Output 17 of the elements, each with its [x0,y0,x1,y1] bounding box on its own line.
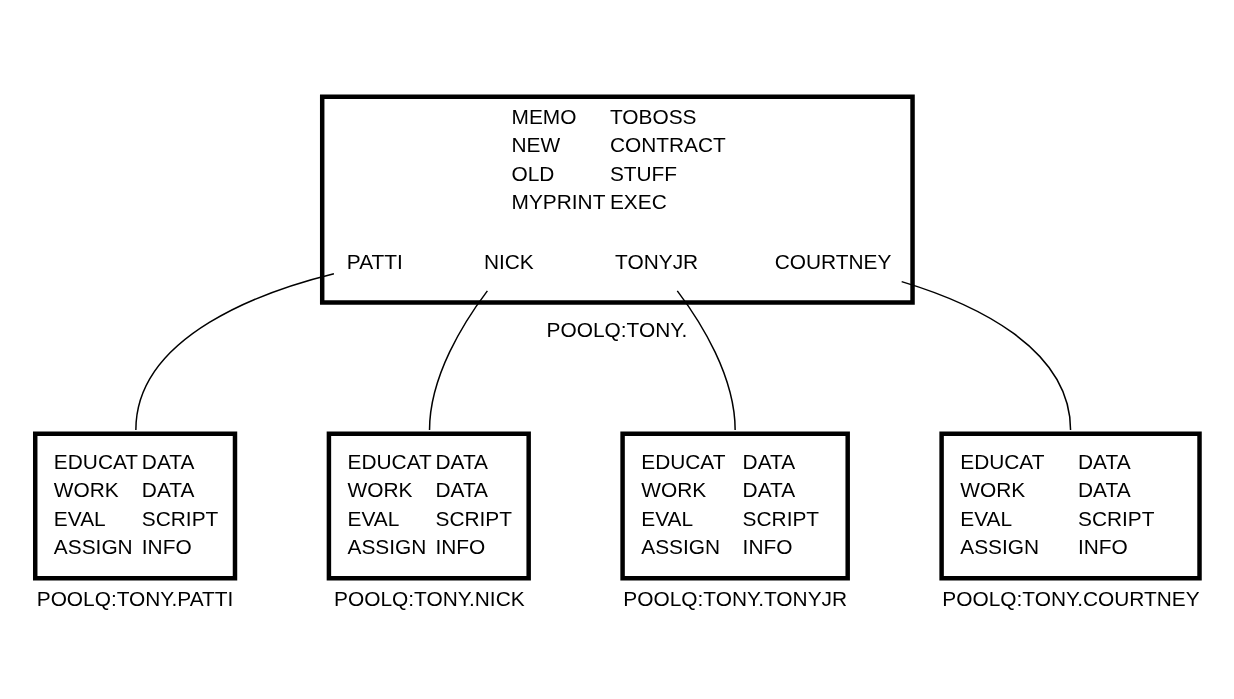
node-text: NICK [483,250,534,274]
node-label: POOLQ:TONY.TONYJR [623,587,848,611]
node-label: POOLQ:TONY.PATTI [36,587,234,611]
node-label: POOLQ:TONY. [546,318,688,342]
connector [676,290,736,431]
node-box: EDUCAT DATA WORK DATA EVAL SCRIPT ASSIGN INFO [33,431,238,581]
node-text: TONYJR [615,250,699,274]
node-text: PATTI [346,250,403,274]
connector [135,272,335,431]
node-box: EDUCAT DATA WORK DATA EVAL SCRIPT ASSIGN INFO [620,431,850,581]
node-box: EDUCAT DATA WORK DATA EVAL SCRIPT ASSIGN INFO [326,431,531,581]
node-text: COURTNEY [774,250,892,274]
node-label: POOLQ:TONY.COURTNEY [942,587,1200,611]
connector [428,290,489,431]
node-box: EDUCAT DATA WORK DATA EVAL SCRIPT ASSIGN INFO [939,431,1202,581]
node-label: POOLQ:TONY.NICK [334,587,525,611]
connector [900,280,1072,431]
